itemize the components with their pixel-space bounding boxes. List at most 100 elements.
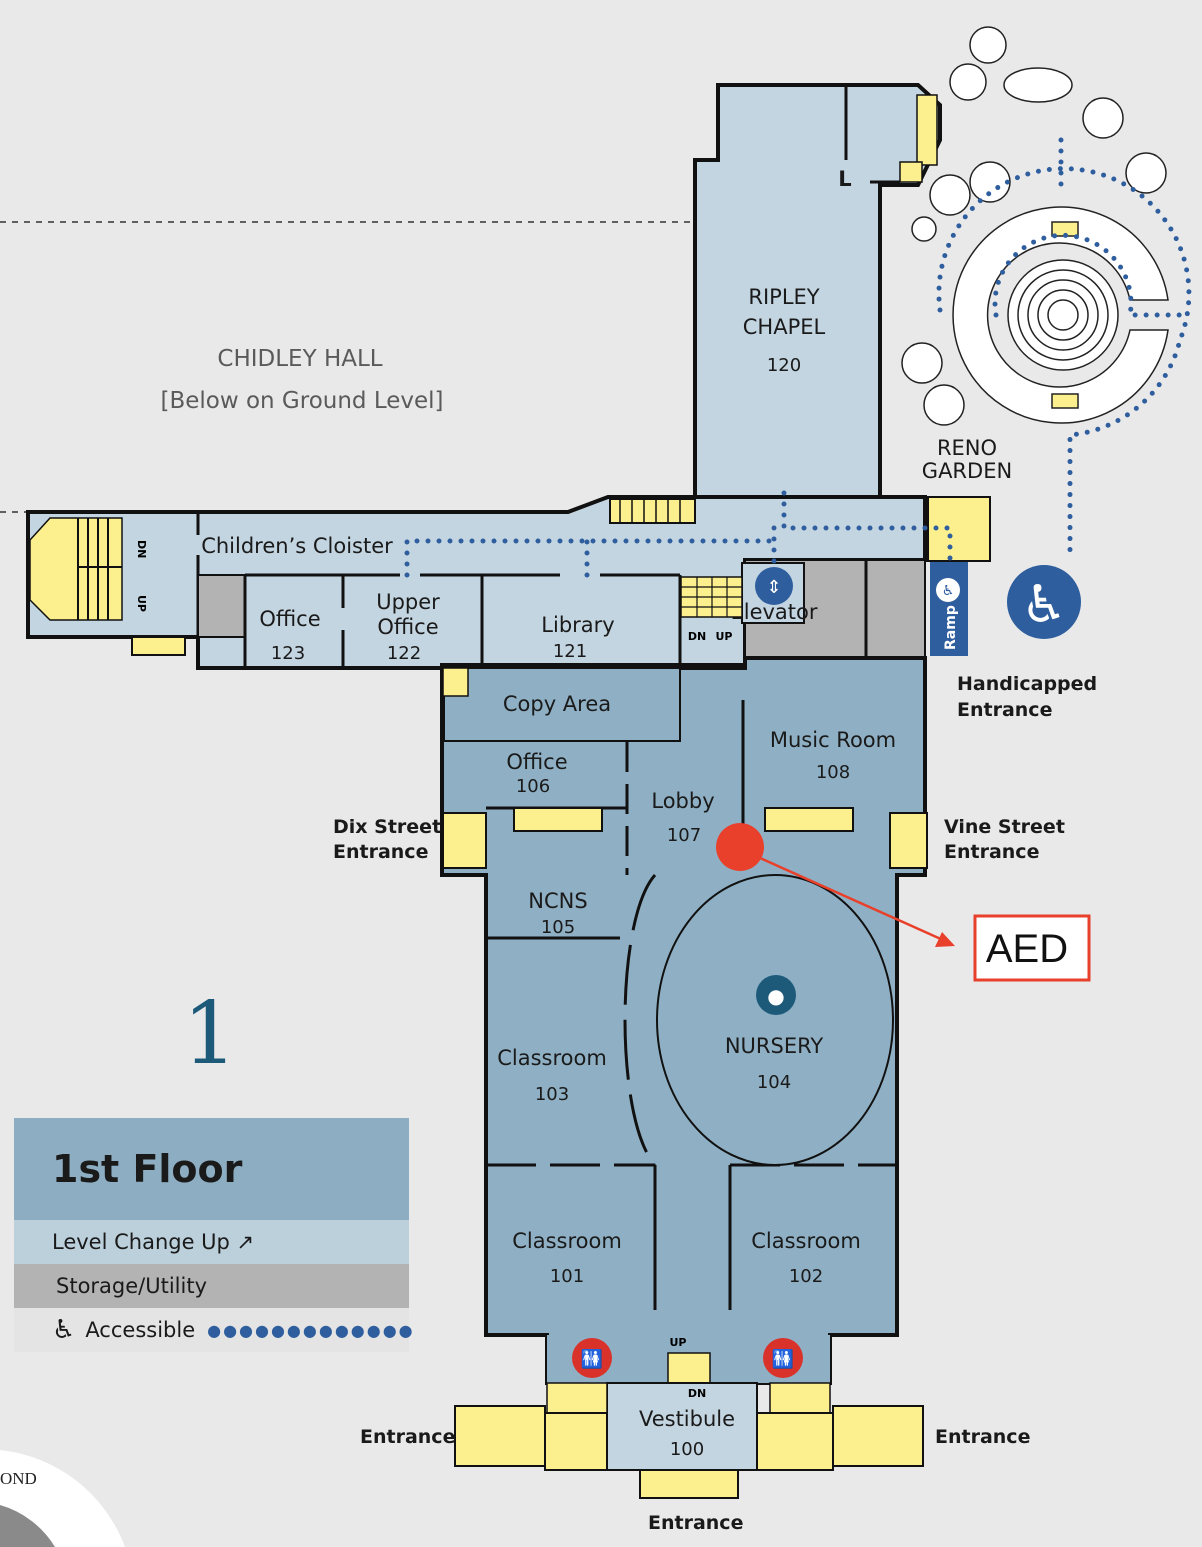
partial-label: OND	[0, 1469, 37, 1488]
room-name: NURSERY	[725, 1034, 824, 1058]
room-name: RIPLEY	[748, 285, 819, 309]
chapel-stairs	[916, 94, 938, 166]
wheelchair-glyph: ♿	[942, 583, 955, 599]
handicapped-entrance-label: Handicapped	[957, 673, 1097, 695]
room-name: Office	[259, 607, 320, 631]
room-number: 104	[757, 1072, 791, 1093]
stairs-dn: DN	[135, 540, 148, 558]
left-entrance-steps	[454, 1405, 546, 1467]
room-name: Classroom	[512, 1229, 622, 1253]
stairs-up: UP	[670, 1336, 687, 1349]
dix-entrance-label: Entrance	[333, 841, 428, 863]
vine-entrance-label: Entrance	[944, 841, 1039, 863]
entrance-label-left: Entrance	[360, 1426, 455, 1448]
vine-entrance-label: Vine Street	[944, 816, 1065, 838]
legend-storage: Storage/Utility	[14, 1264, 409, 1308]
elevator-arrows-icon: ⇕	[766, 577, 781, 598]
vine-street-door	[889, 812, 928, 869]
room-name: Classroom	[751, 1229, 861, 1253]
tree-icon	[923, 384, 965, 426]
right-entrance-steps	[832, 1405, 924, 1467]
room-number: 122	[387, 643, 421, 664]
room-number: 108	[816, 762, 850, 783]
room-name: Office	[506, 750, 567, 774]
handicapped-icon	[1007, 565, 1081, 639]
dix-entrance-label: Dix Street	[333, 816, 441, 838]
aed-location-marker[interactable]	[716, 823, 764, 871]
aed-label: AED	[986, 927, 1068, 971]
stairs-dn: DN	[688, 630, 706, 643]
restroom-icon[interactable]	[572, 1338, 612, 1378]
room-name: Lobby	[651, 789, 714, 813]
restroom-glyph: 🚻	[581, 1348, 603, 1370]
elevator-icon	[755, 567, 793, 605]
stairs-up: UP	[135, 595, 148, 612]
reno-garden	[901, 26, 1169, 426]
room-number: 107	[667, 825, 701, 846]
legend: 1st Floor Level Change Up ↗ Storage/Util…	[14, 1118, 413, 1352]
tree-icon	[1082, 97, 1124, 139]
labyrinth	[1007, 259, 1119, 371]
family-restroom-icon[interactable]	[763, 1338, 803, 1378]
room-name: NCNS	[528, 889, 587, 913]
room-number: 102	[789, 1266, 823, 1287]
pond	[1003, 67, 1073, 103]
legend-accessible-dots: ●●●●●●●●●●●●●	[207, 1320, 415, 1340]
legend-accessible: ♿ Accessible ●●●●●●●●●●●●●	[14, 1308, 413, 1352]
tree-icon	[901, 342, 943, 384]
tree-icon	[929, 174, 971, 216]
room-name: Office	[377, 615, 438, 639]
accessible-route	[404, 490, 953, 578]
ramp-label: Ramp	[943, 605, 959, 650]
accessible-route	[936, 137, 1192, 553]
stairs	[546, 1382, 608, 1414]
chapel-stairs	[899, 161, 923, 183]
wheelchair-glyph: ♿	[1021, 575, 1068, 635]
room-number: 106	[516, 776, 550, 797]
room-name: Classroom	[497, 1046, 607, 1070]
tree-icon	[969, 26, 1007, 64]
tree-icon	[1125, 152, 1167, 194]
chapel-mark: L	[838, 167, 851, 191]
nursery[interactable]	[656, 874, 894, 1166]
copy-area[interactable]	[443, 667, 681, 742]
legend-accessible-label: Accessible	[85, 1318, 196, 1342]
left-entrance-steps	[544, 1412, 608, 1471]
room-number: 105	[541, 917, 575, 938]
room-name: Copy Area	[503, 692, 611, 716]
aed-arrow	[759, 856, 944, 942]
room-name: Music Room	[770, 728, 896, 752]
aed-label-box	[973, 914, 1091, 982]
wheelchair-icon	[936, 578, 960, 602]
west-door	[131, 636, 186, 656]
restroom-glyph: 🚻	[772, 1348, 794, 1370]
chapel-steps	[609, 498, 696, 524]
reno-garden-label: GARDEN	[922, 459, 1012, 483]
bottom-entrance-steps	[639, 1469, 739, 1499]
storage-room	[197, 574, 246, 638]
ramp[interactable]	[930, 560, 968, 656]
room-number: 120	[767, 355, 801, 376]
room-name: Upper	[376, 590, 440, 614]
right-entrance-steps	[756, 1412, 834, 1471]
reno-garden-label: RENO	[937, 436, 997, 460]
room-number: 121	[553, 641, 587, 662]
stairs	[442, 667, 469, 697]
wheelchair-icon: ♿	[52, 1315, 76, 1345]
room-name: CHAPEL	[743, 315, 826, 339]
stairs	[769, 1382, 831, 1414]
floor-number: 1	[183, 984, 238, 1084]
chidley-hall-label: CHIDLEY HALL	[217, 346, 382, 372]
stairs	[513, 807, 603, 832]
tree-icon	[949, 63, 987, 101]
baby-glyph: ●	[767, 984, 784, 1008]
chidley-hall-note: [Below on Ground Level]	[160, 388, 443, 414]
room-name: Library	[541, 613, 614, 637]
tree-icon	[969, 161, 1011, 203]
baby-icon	[756, 975, 796, 1015]
aed-arrowhead	[935, 932, 955, 947]
elevator-label: Elevator	[730, 600, 817, 624]
dix-street-door	[442, 812, 487, 869]
room-number: 103	[535, 1084, 569, 1105]
